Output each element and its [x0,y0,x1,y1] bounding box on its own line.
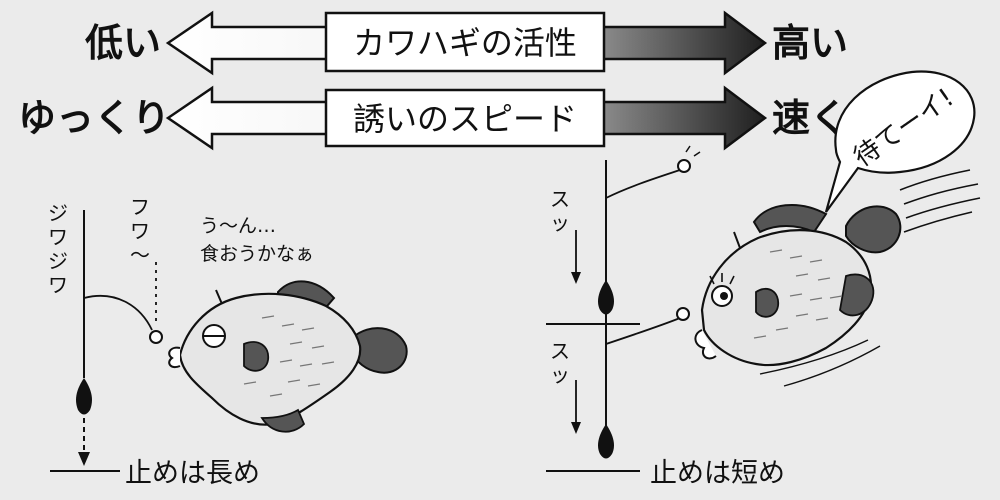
right-fish-mouth [694,329,717,360]
right-fish-pupil [720,292,728,300]
right-motion-sutsu-lower: ス ッ [550,339,570,387]
sutsu-upper-char-1: ス [550,187,570,211]
right-fish-motion-lines [759,339,881,387]
left-motion-fuwa: フ ワ 〜 [130,195,150,267]
right-fish-ventral-fin [839,273,875,317]
right-motion-arrowhead-upper [571,272,581,284]
right-speech-bubble: 待てーイ! [824,70,976,213]
activity-center-label: カワハギの活性 [353,24,577,62]
right-fish-scale-hatching [753,249,843,339]
right-fish-dorsal-fin [752,204,828,234]
right-leader-upper [605,169,681,199]
right-fish-spine [733,231,741,249]
right-stop-caption: 止めは短め [650,458,785,489]
sutsu-lower-char-2: ッ [550,363,570,387]
left-motion-jiwa: ジ ワ ジ ワ [48,201,68,297]
jiwa-char-4: ワ [48,273,68,297]
fuwa-char-1: フ [130,195,150,219]
left-fish-mouth [168,346,181,368]
speed-scale: 誘いのスピード ゆっくり 速く [18,85,848,151]
right-motion-sutsu-upper: ス ッ [550,187,570,235]
left-fish-body [178,292,362,426]
right-fish-tail-fin [845,205,902,254]
right-sinker-upper [598,280,614,315]
jiwa-char-3: ジ [48,249,68,273]
left-fish-thought-line2: 食おうかなぁ [200,243,314,265]
right-scene: ス ッ ス ッ 止めは短め 待てーイ! [546,70,981,489]
left-fish-pectoral-fin [243,341,270,372]
left-bait [149,330,163,344]
activity-high-label: 高い [772,21,848,65]
left-fish-spine [215,289,223,305]
right-bait-upper [677,159,691,173]
left-drop-arrowhead [78,452,90,466]
right-sinker-lower [598,424,614,459]
left-stop-caption: 止めは長め [125,458,260,489]
left-fish-illustration [168,280,408,433]
activity-low-label: 低い [85,21,161,65]
right-fish-illustration [694,204,902,387]
activity-label-box [324,11,606,73]
left-leader-line [83,294,153,331]
left-fish-scale-hatching [243,315,335,397]
sutsu-lower-char-1: ス [550,339,570,363]
right-fish-pectoral-fin [755,287,780,318]
left-fish-tail-fin [351,327,408,374]
right-fish-wave-lines [899,169,981,233]
activity-scale: カワハギの活性 低い 高い [85,10,848,76]
speed-center-label: 誘いのスピード [353,100,577,138]
speech-bubble-shape [824,70,976,213]
sutsu-upper-char-2: ッ [550,211,570,235]
speed-low-label: ゆっくり [18,96,170,140]
right-motion-arrowhead-lower [571,422,581,434]
right-bait-upper-sparkle [685,145,701,157]
left-scene: ジ ワ ジ ワ フ ワ 〜 う〜ん… 食おうかなぁ 止めは長め [48,195,408,489]
left-sinker [76,378,92,415]
left-fish-thought-line1: う〜ん… [200,215,276,237]
right-bait-lower [676,307,690,321]
jiwa-char-1: ジ [48,201,68,225]
jiwa-char-2: ワ [48,225,68,249]
speed-label-box [324,88,606,148]
fuwa-char-2: ワ [130,219,150,243]
fuwa-char-3: 〜 [130,243,150,267]
left-fish-ventral-fin [260,408,306,433]
right-leader-lower [605,317,681,345]
right-fish-eyelashes [709,273,735,285]
